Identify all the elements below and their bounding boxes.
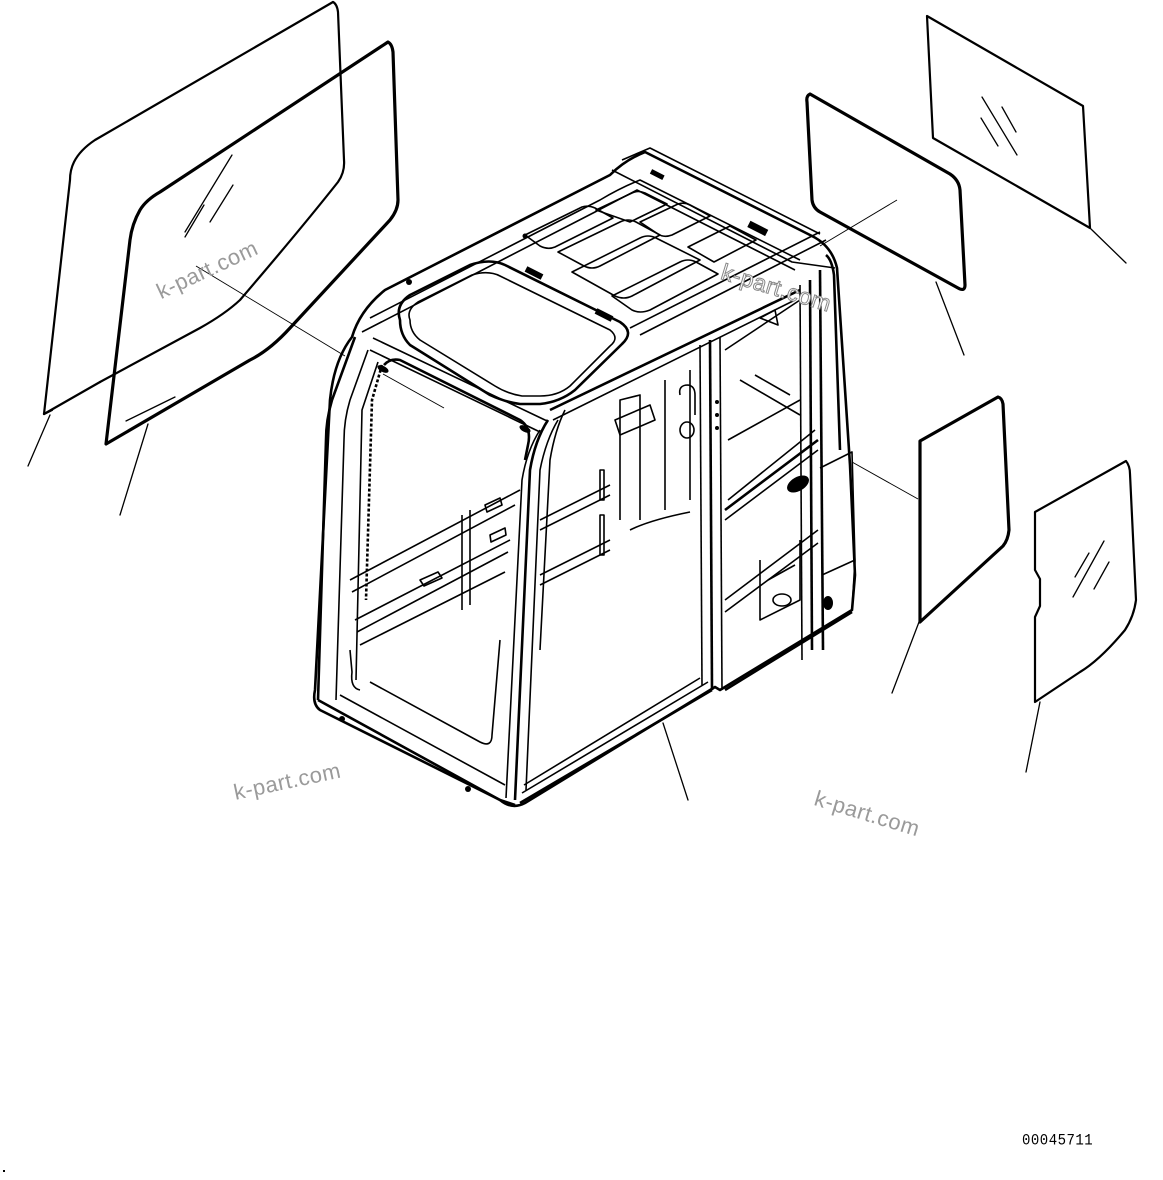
leader-line <box>935 281 965 356</box>
leader-line <box>662 722 689 801</box>
rear-sealed-glass-panel <box>805 92 967 356</box>
corner-mark <box>3 1170 5 1172</box>
right-sealed-glass-panel <box>851 395 1011 694</box>
leader-line <box>195 265 346 357</box>
drawing-id: 00045711 <box>1022 1131 1094 1151</box>
leader-line <box>819 199 898 247</box>
leader-line <box>382 373 445 409</box>
left-outer-glass-panel <box>27 0 346 467</box>
leader-line <box>851 461 919 500</box>
rear-outer-glass-panel <box>925 14 1127 264</box>
leader-line <box>891 621 920 694</box>
leader-line <box>1025 701 1041 773</box>
leader-line <box>1090 228 1127 264</box>
leader-line <box>119 423 149 516</box>
left-inner-glass-panel <box>104 40 400 516</box>
right-door-glass-panel <box>1025 459 1138 773</box>
cab-frame-assembly <box>312 147 857 808</box>
leader-line <box>27 414 51 467</box>
